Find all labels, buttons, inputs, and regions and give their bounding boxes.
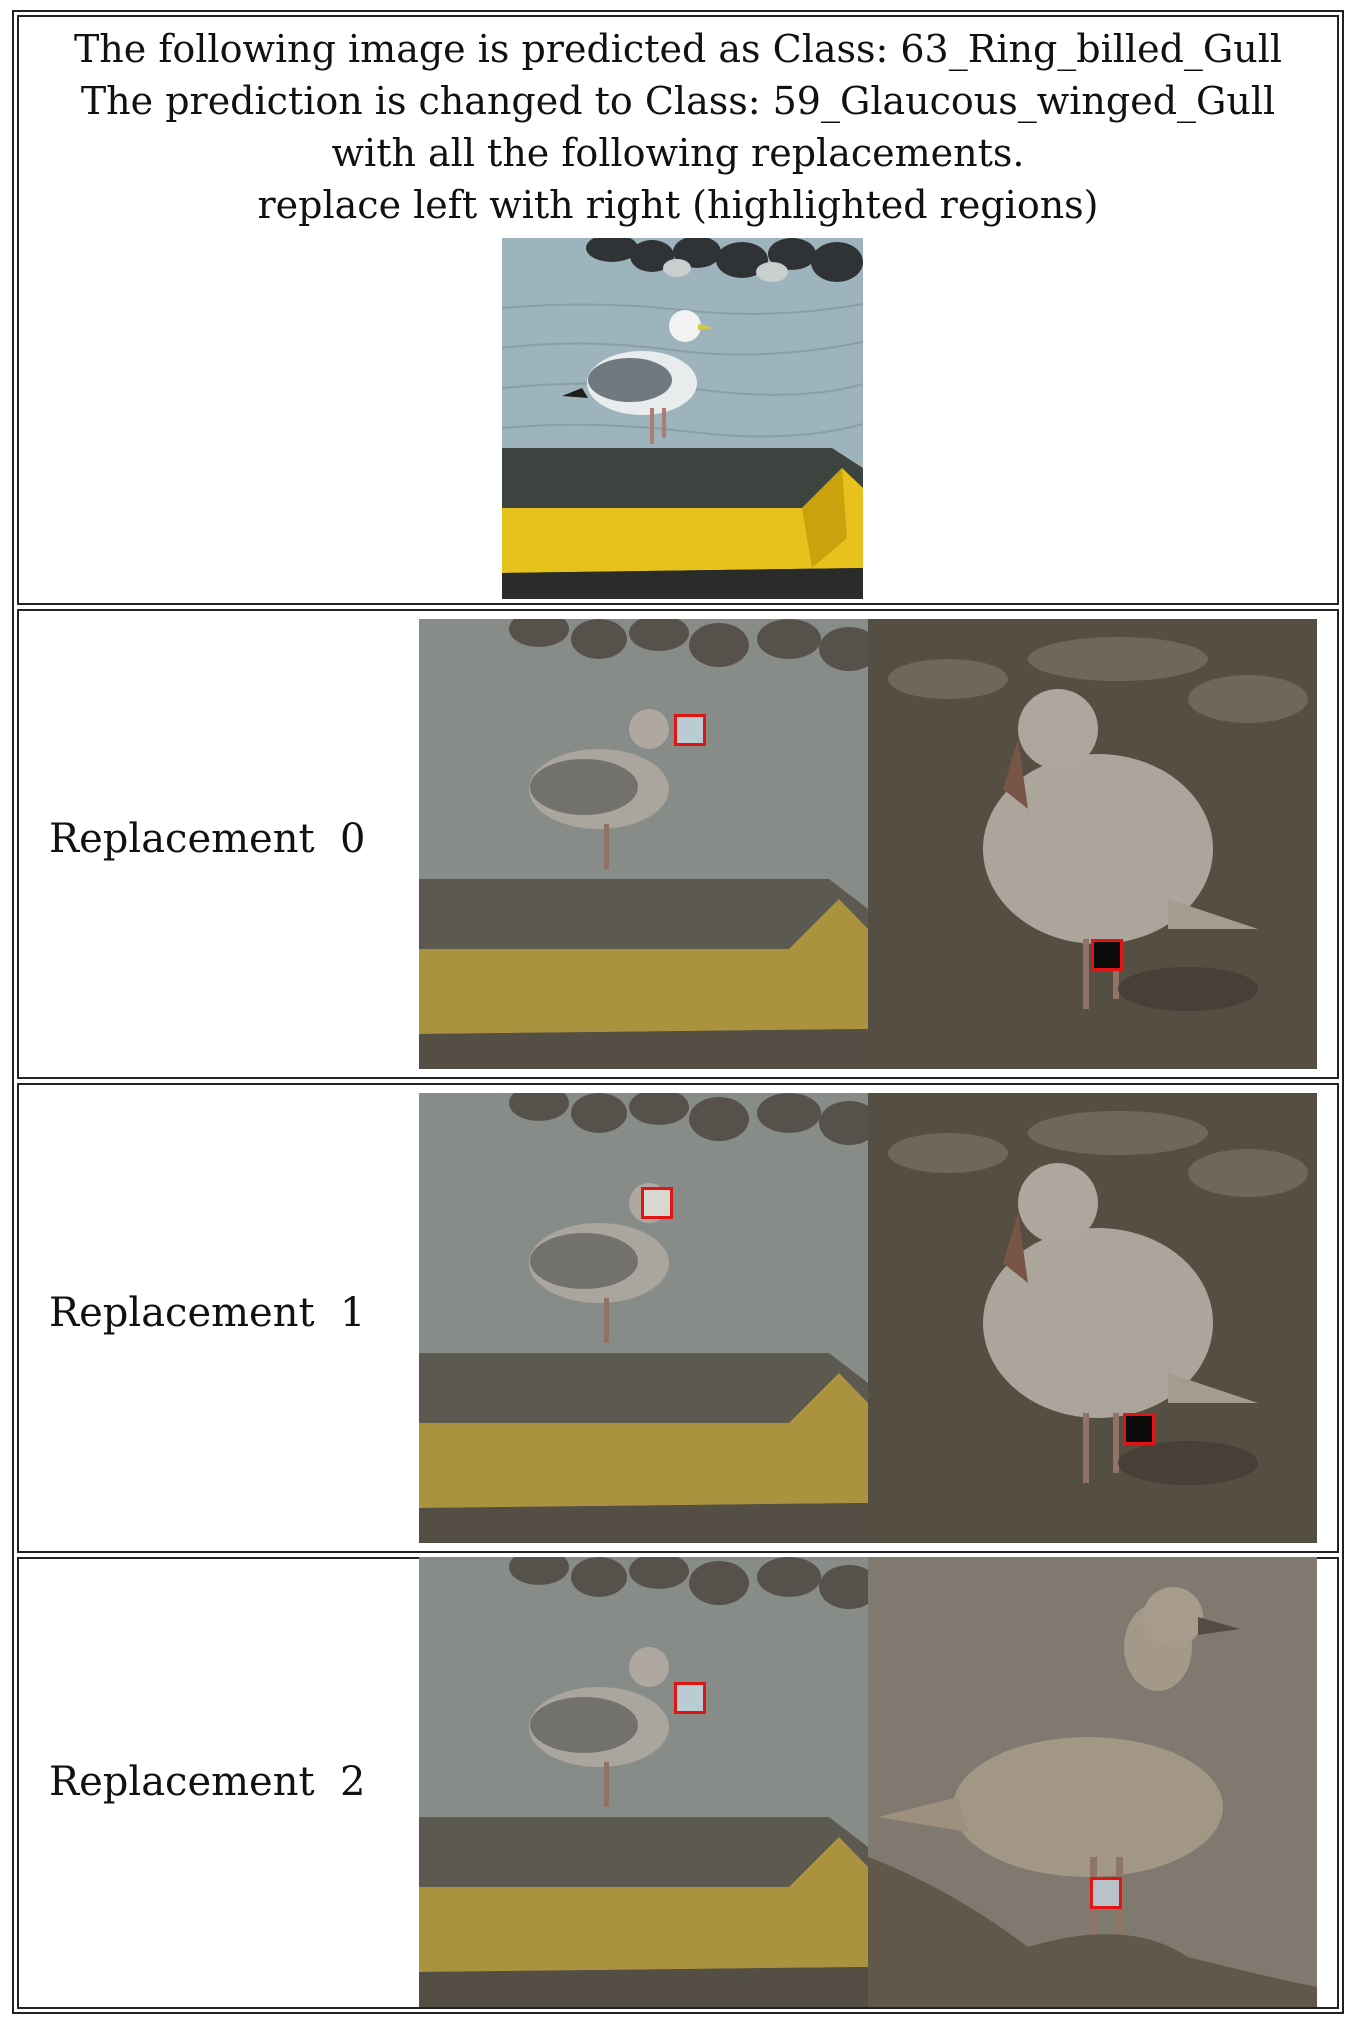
highlighted-region (1090, 1877, 1122, 1909)
replacement-label: Replacement 2 (49, 1759, 366, 1805)
replacement-label: Replacement 0 (49, 816, 366, 862)
figure-frame: The following image is predicted as Clas… (12, 10, 1344, 2014)
highlighted-region (1091, 939, 1123, 971)
dim-overlay (419, 619, 868, 1069)
replacement-row: Replacement 1 (17, 1083, 1339, 1553)
original-gull-image (502, 238, 863, 599)
replacement-image-pair (419, 1093, 1317, 1543)
replacement-image-pair (419, 1557, 1317, 2007)
dim-overlay (419, 1557, 868, 2007)
dim-overlay (868, 1557, 1317, 2007)
replacement-row: Replacement 2 (17, 1557, 1339, 2009)
query-gull-image (419, 1557, 868, 2007)
highlighted-region (641, 1187, 673, 1219)
dim-overlay (868, 619, 1317, 1069)
changed-prediction-line: The prediction is changed to Class: 59_G… (80, 79, 1276, 123)
header-cell: The following image is predicted as Clas… (17, 15, 1339, 605)
replacement-gull-image (868, 619, 1317, 1069)
highlighted-region (674, 714, 706, 746)
instruction-line: replace left with right (highlighted reg… (257, 183, 1099, 227)
replacement-image-pair (419, 619, 1317, 1069)
replacement-gull-image (868, 1557, 1317, 2007)
replacement-row: Replacement 0 (17, 609, 1339, 1079)
query-gull-image (419, 619, 868, 1069)
highlighted-region (1123, 1413, 1155, 1445)
title-block: The following image is predicted as Clas… (19, 23, 1337, 231)
replacement-gull-image (868, 1093, 1317, 1543)
replacements-line: with all the following replacements. (331, 131, 1025, 175)
dim-overlay (868, 1093, 1317, 1543)
prediction-line: The following image is predicted as Clas… (73, 27, 1283, 71)
dim-overlay (419, 1093, 868, 1543)
highlighted-region (674, 1682, 706, 1714)
replacement-label: Replacement 1 (49, 1290, 366, 1336)
query-gull-image (419, 1093, 868, 1543)
